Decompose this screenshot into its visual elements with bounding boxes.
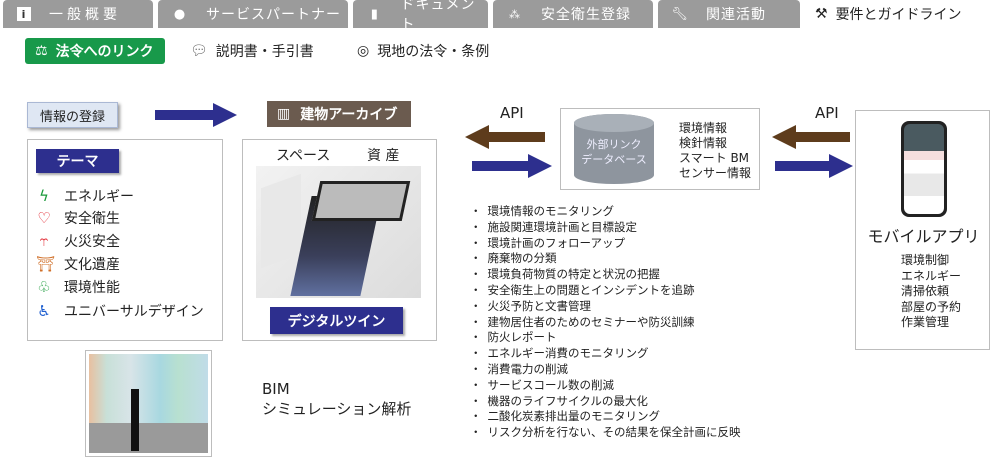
subtab-manuals[interactable]: 💬︎説明書・手引書: [190, 43, 314, 60]
mobile-feature-item: 清掃依頼: [901, 284, 950, 298]
feature-item: 機器のライフサイクルの最大化: [470, 394, 741, 410]
subtab-local-laws[interactable]: ◎現地の法令・条例: [357, 43, 490, 60]
db-info-item: 検針情報: [679, 136, 728, 150]
feature-item: 二酸化炭素排出量のモニタリング: [470, 409, 741, 425]
theme-environment: ♧環境性能: [37, 278, 120, 296]
theme-fire: ⥾火災安全: [36, 231, 120, 251]
arrow-left-icon: [465, 125, 545, 149]
feature-item: 建物居住者のためのセミナーや防災訓練: [470, 315, 741, 331]
feature-item: 廃棄物の分類: [470, 251, 741, 267]
worker-icon: ●: [173, 6, 187, 22]
feature-list: 環境情報のモニタリング施設関連環境計画と目標設定環境計画のフォローアップ廃棄物の…: [470, 204, 741, 441]
digital-twin-label: デジタルツイン: [270, 307, 403, 334]
feature-item: 消費電力の削減: [470, 362, 741, 378]
theme-universal: ♿ユニバーサルデザイン: [37, 302, 204, 320]
mobile-feature-item: エネルギー: [901, 268, 962, 283]
mobile-features: 環境制御 エネルギー 清掃依頼 部屋の予約 作業管理: [901, 253, 961, 331]
tab-service-partner[interactable]: ●サービスパートナー: [158, 0, 348, 28]
bim-caption-line: BIM: [262, 380, 290, 398]
feature-item: 環境負荷物質の特定と状況の把握: [470, 267, 741, 283]
feature-item: 環境計画のフォローアップ: [470, 236, 741, 252]
asset-label: 資 産: [367, 148, 400, 164]
bim-caption: BIM シミュレーション解析: [262, 379, 411, 419]
document-icon: ▮: [370, 6, 379, 22]
mobile-app-title: モバイルアプリ: [867, 227, 980, 246]
building-archive-label: ▥建物アーカイブ: [267, 101, 411, 127]
arrow-right-icon: [155, 103, 237, 127]
mobile-app-panel: モバイルアプリ 環境制御 エネルギー 清掃依頼 部屋の予約 作業管理: [855, 110, 990, 350]
register-info-label: 情報の登録: [27, 102, 118, 128]
api-label-right: API: [815, 104, 839, 122]
feature-item: サービスコール数の削減: [470, 378, 741, 394]
tab-requirements-guidelines[interactable]: ⚒要件とガイドライン: [815, 6, 962, 23]
mobile-feature-item: 環境制御: [901, 253, 950, 267]
wheelchair-icon: ♿: [37, 302, 51, 320]
fire-extinguisher-icon: ⥾: [39, 232, 49, 250]
theme-safety: ♡安全衛生: [37, 209, 120, 227]
database-icon: [574, 114, 654, 184]
tab-safety-registration[interactable]: ⁂安全衛生登録: [493, 0, 653, 28]
external-database-panel: 外部リンクデータベース 環境情報 検針情報 スマート BM センサー情報: [560, 108, 760, 190]
hammer-icon: ⚒: [815, 6, 828, 22]
bim-simulation-image: [85, 350, 212, 457]
feature-item: リスク分析を行ない、その結果を保全計画に反映: [470, 425, 741, 441]
tab-documents[interactable]: ▮ドキュメント: [353, 0, 488, 33]
info-icon: i: [17, 7, 31, 21]
smartphone-image: [901, 121, 947, 217]
db-info-list: 環境情報 検針情報 スマート BM センサー情報: [679, 121, 751, 181]
feature-item: 火災予防と文書管理: [470, 299, 741, 315]
space-label: スペース: [276, 148, 331, 164]
arrow-right-icon: [472, 154, 552, 178]
feature-item: 環境情報のモニタリング: [470, 204, 741, 220]
mobile-feature-item: 部屋の予約: [901, 299, 962, 314]
gate-icon: ⛩: [36, 255, 56, 273]
wrench-icon: 🔧︎: [671, 6, 689, 22]
mobile-feature-item: 作業管理: [901, 315, 950, 329]
arrow-right-icon: [775, 154, 853, 178]
db-info-item: スマート BM: [679, 151, 750, 165]
digital-twin-panel: スペース 資 産 デジタルツイン: [242, 139, 437, 341]
heart-icon: ♡: [37, 209, 51, 227]
building-model-image: [256, 166, 421, 298]
api-label-left: API: [500, 104, 524, 122]
feature-item: 施設関連環境計画と目標設定: [470, 220, 741, 236]
lightning-icon: ϟ: [39, 187, 49, 205]
tab-related-activities[interactable]: 🔧︎関連活動: [658, 0, 800, 28]
speech-bubble-icon: 💬︎: [190, 43, 208, 59]
arrow-left-icon: [772, 125, 850, 149]
target-icon: ◎: [357, 43, 370, 59]
gavel-icon: ⚖: [35, 43, 48, 59]
feature-item: 防火レポート: [470, 330, 741, 346]
plant-icon: ♧: [37, 278, 51, 296]
theme-title: テーマ: [36, 149, 119, 173]
theme-heritage: ⛩文化遺産: [36, 255, 120, 273]
network-icon: ⁂: [509, 7, 521, 21]
db-label-line: データベース: [581, 153, 647, 166]
feature-item: エネルギー消費のモニタリング: [470, 346, 741, 362]
bim-caption-line: シミュレーション解析: [262, 400, 412, 418]
db-info-item: 環境情報: [679, 121, 728, 135]
building-icon: ▥: [277, 106, 291, 122]
db-label-line: 外部リンク: [586, 138, 642, 151]
subtab-law-links[interactable]: ⚖法令へのリンク: [25, 38, 165, 64]
feature-item: 安全衛生上の問題とインシデントを追跡: [470, 283, 741, 299]
db-info-item: センサー情報: [679, 166, 752, 180]
